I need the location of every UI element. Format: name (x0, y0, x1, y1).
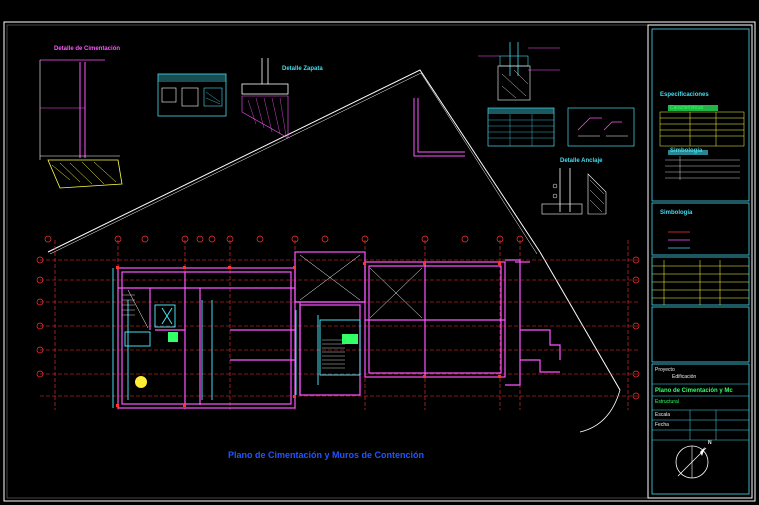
title-block (647, 24, 753, 499)
detail-footing-elevation (241, 58, 289, 139)
scale-label: Escala (655, 412, 671, 418)
detail-anchor (478, 42, 560, 101)
rebar-table (487, 107, 555, 147)
green-fill-1 (168, 332, 178, 342)
sheet-title: Plano de Cimentación y Mc (655, 388, 733, 394)
detail-hook (567, 107, 635, 147)
property-boundary (47, 69, 621, 433)
sheet-border (3, 21, 756, 502)
detail-wall-section (39, 59, 123, 189)
retaining-wall-segment (413, 98, 465, 157)
specs-title: Especificaciones (660, 92, 709, 98)
project-label: Proyecto (655, 367, 675, 373)
grid-axes (40, 240, 640, 410)
opening-marks (127, 254, 423, 329)
symbology-title: Simbología (670, 148, 703, 154)
footing-columns (112, 268, 361, 408)
north-arrow-icon (675, 445, 709, 479)
detail-anchor-title: Detalle Anclaje (560, 158, 603, 164)
green-fill-2 (342, 334, 358, 344)
detail-wall-title: Detalle de Cimentación (54, 46, 121, 52)
detail-footing-plan (157, 73, 227, 117)
axis-bubbles (36, 235, 640, 400)
north-label: N (708, 440, 712, 446)
detail-column-title: Detalle Zapata (282, 66, 323, 72)
specs-subtitle: Características (670, 105, 704, 111)
sheet-subtitle: Estructural (655, 399, 679, 405)
detail-retaining-wall (541, 168, 607, 215)
project-value: Edificación (672, 374, 697, 380)
symbology-title-2: Simbología (660, 210, 693, 216)
stairs (122, 294, 345, 369)
main-drawing-title: Plano de Cimentación y Muros de Contenci… (228, 450, 425, 460)
foundation-walls (117, 251, 561, 409)
yellow-marker (135, 376, 147, 388)
column-dots (116, 262, 501, 407)
date-label: Fecha (655, 422, 669, 428)
